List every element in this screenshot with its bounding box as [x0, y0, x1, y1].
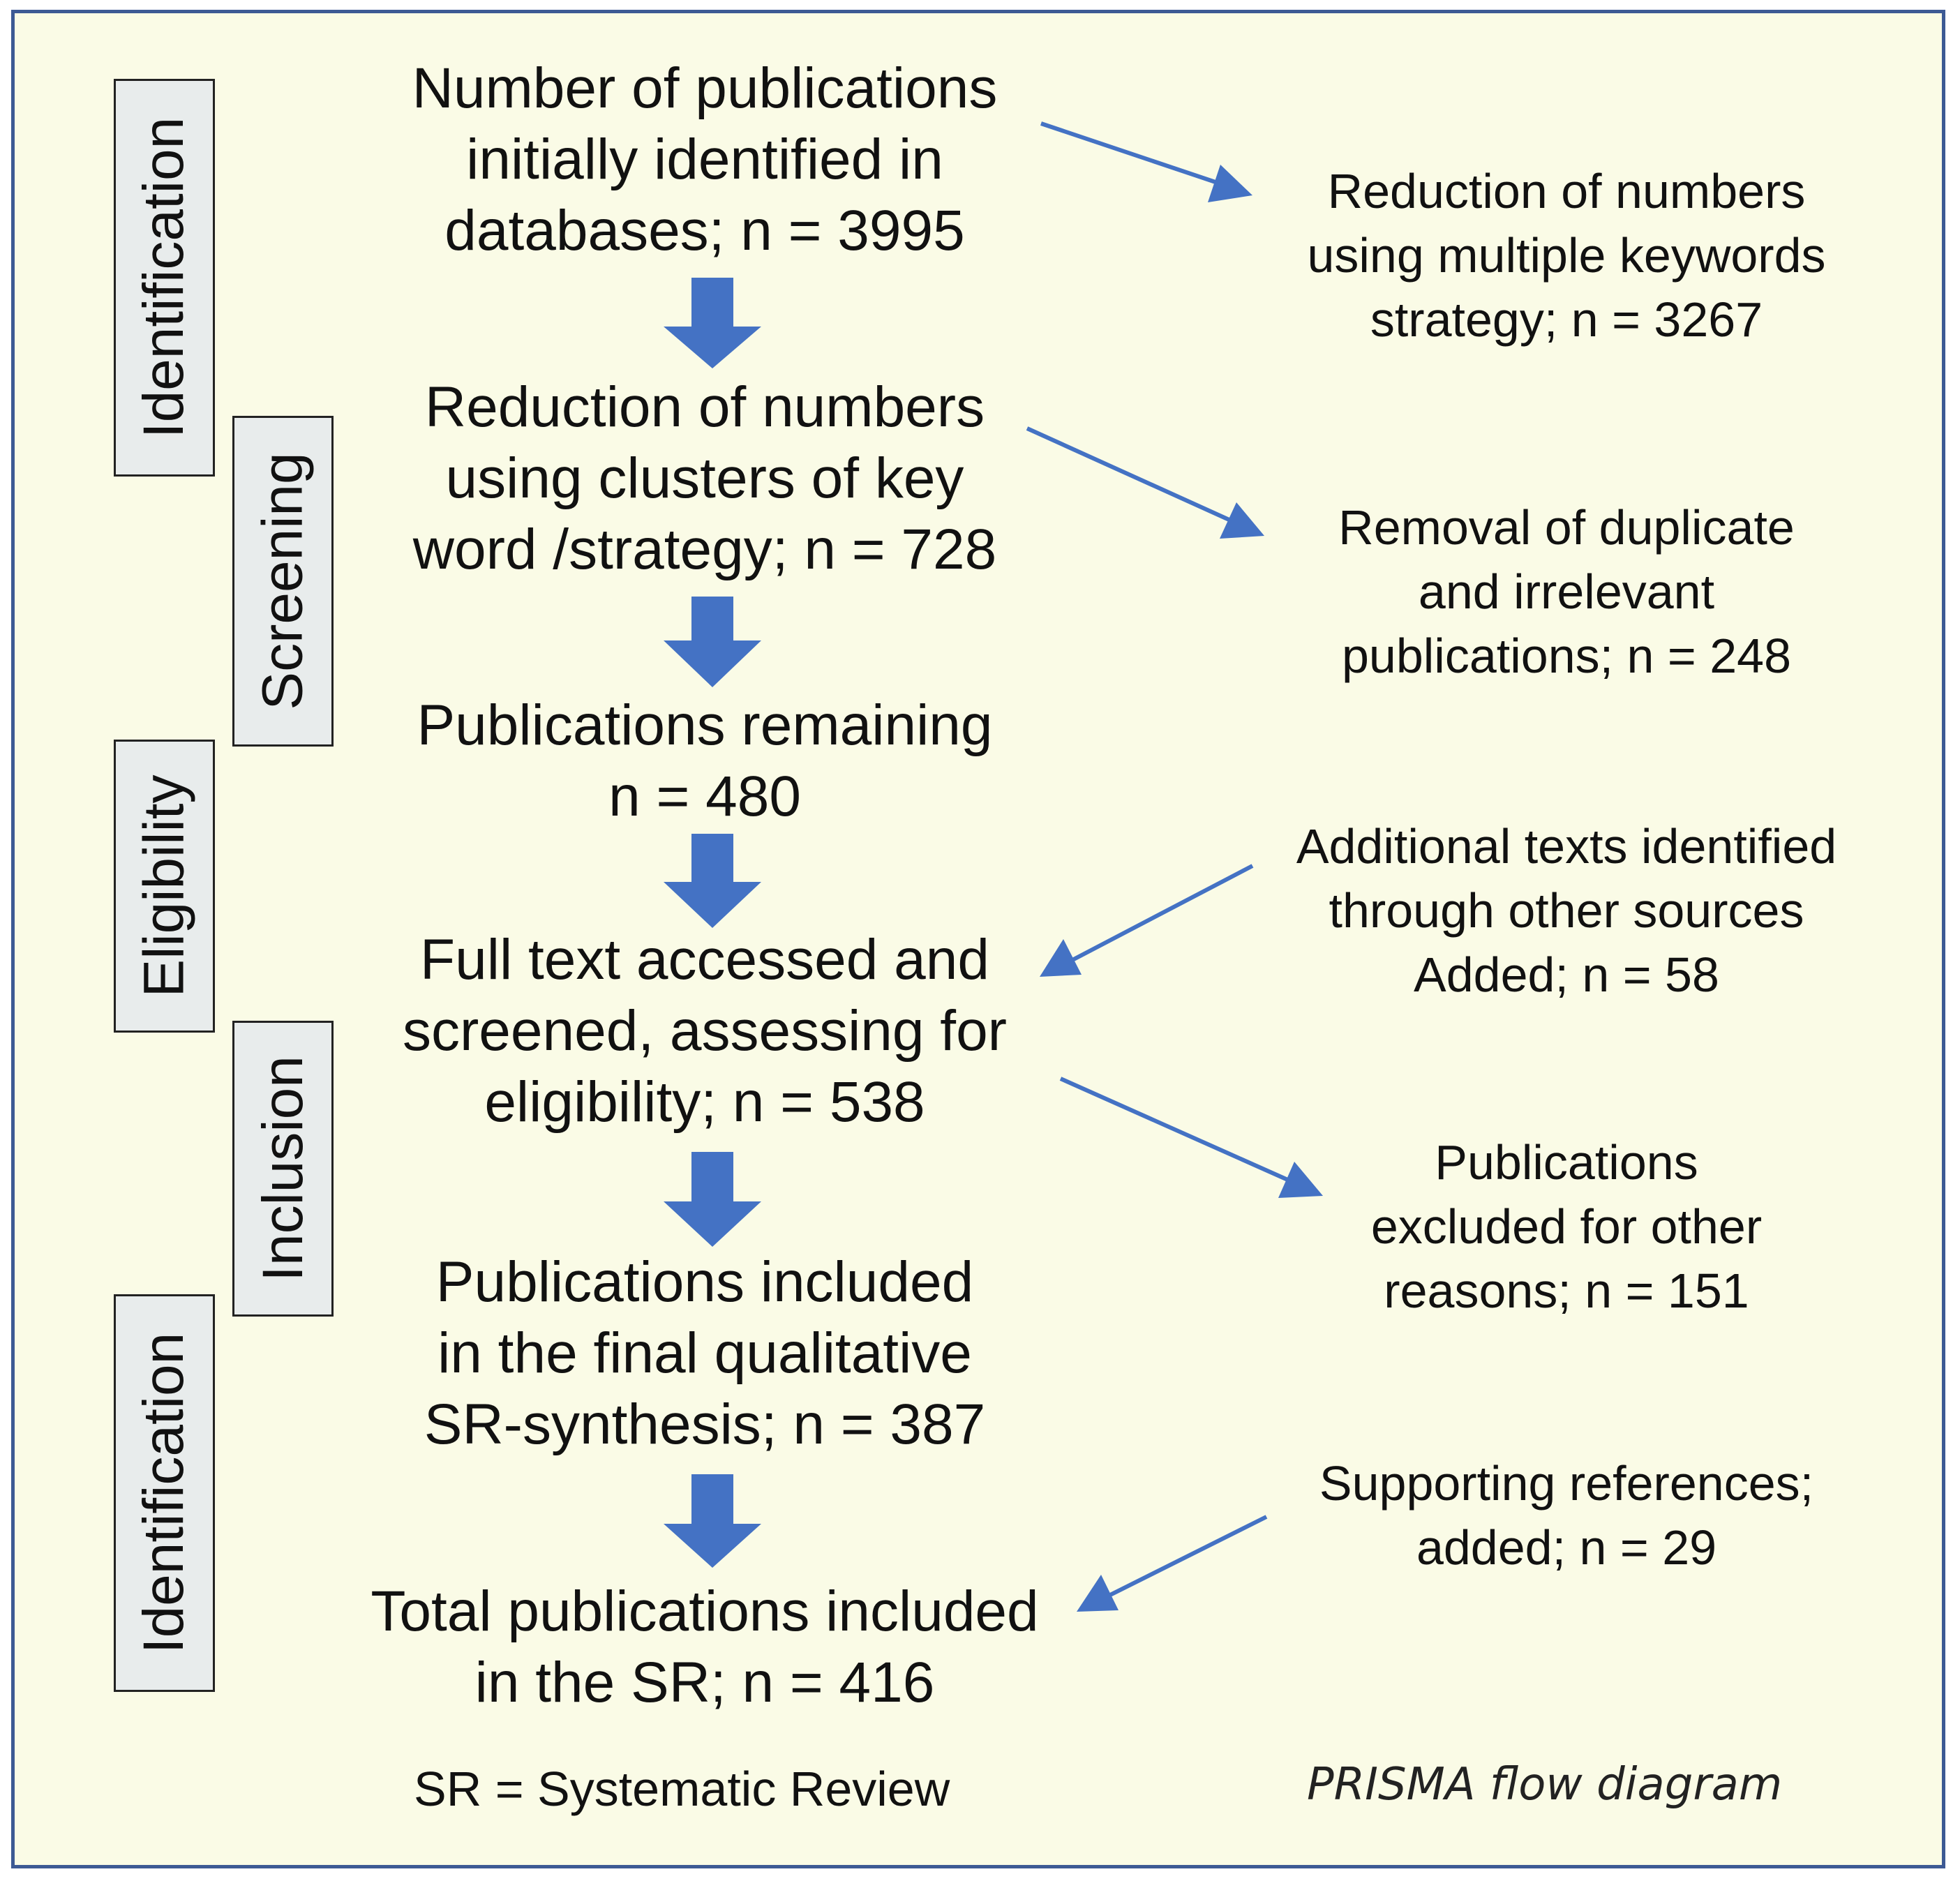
note-multiple-keywords: Reduction of numbers using multiple keyw…: [1307, 164, 1826, 347]
down-arrow-icon: [664, 834, 761, 928]
stage-label-screening: Screening: [232, 416, 334, 747]
arrow-line: [1059, 1077, 1292, 1183]
arrow-line: [1040, 121, 1218, 185]
down-arrow-icon: [664, 1152, 761, 1247]
stage-label-inclusion: Inclusion: [232, 1021, 334, 1317]
step-publications-remaining: Publications remaining n = 480: [417, 694, 993, 828]
arrowhead-icon: [1278, 1162, 1323, 1198]
footnote-abbreviation: SR = Systematic Review: [414, 1762, 950, 1816]
down-arrow-icon: [664, 597, 761, 687]
diagram-caption: PRISMA flow diagram: [1307, 1759, 1783, 1811]
step-cluster-reduction: Reduction of numbers using clusters of k…: [412, 375, 997, 581]
arrowhead-icon: [1220, 502, 1264, 539]
note-supporting-references: Supporting references; added; n = 29: [1319, 1456, 1814, 1575]
arrow-line: [1068, 864, 1254, 964]
stage-label-identification-bottom: Identification: [114, 1294, 215, 1692]
note-duplicates-removed: Removal of duplicate and irrelevant publ…: [1338, 500, 1795, 683]
down-arrow-icon: [664, 278, 761, 368]
arrow-line: [1026, 426, 1234, 523]
arrowhead-icon: [1040, 939, 1082, 977]
stage-label-eligibility: Eligibility: [114, 740, 215, 1033]
arrowhead-icon: [1208, 165, 1252, 202]
step-full-text-screened: Full text accessed and screened, assessi…: [402, 928, 1007, 1134]
down-arrow-icon: [664, 1474, 761, 1568]
step-initial-identification: Number of publications initially identif…: [412, 57, 998, 262]
diagram-panel: [11, 10, 1945, 1868]
step-total-included: Total publications included in the SR; n…: [371, 1580, 1039, 1714]
arrowhead-icon: [1077, 1575, 1119, 1612]
stage-label-identification-top: Identification: [114, 79, 215, 477]
step-final-synthesis: Publications included in the final quali…: [424, 1250, 986, 1456]
note-additional-texts: Additional texts identified through othe…: [1296, 819, 1837, 1002]
note-excluded-other-reasons: Publications excluded for other reasons;…: [1370, 1135, 1763, 1318]
arrow-line: [1106, 1515, 1268, 1598]
